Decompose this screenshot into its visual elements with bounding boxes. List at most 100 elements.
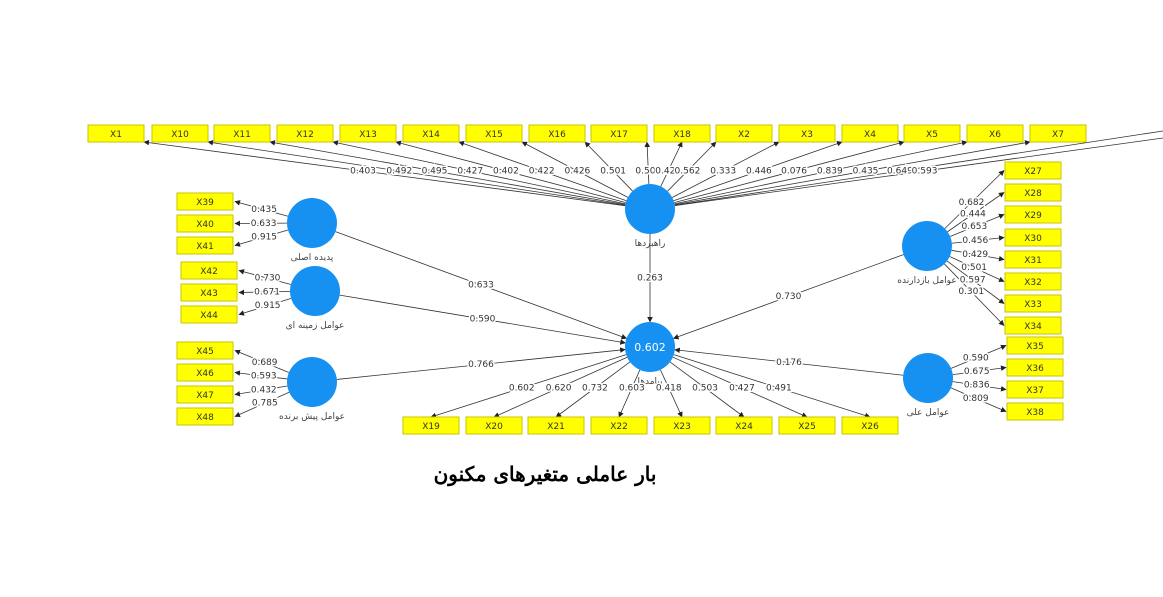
indicator-X5[interactable]: X5 (903, 124, 961, 143)
indicator-box[interactable] (1006, 336, 1064, 355)
latent-node[interactable] (902, 221, 952, 271)
indicator-X20[interactable]: X20 (465, 416, 523, 435)
indicator-X15[interactable]: X15 (465, 124, 523, 143)
indicator-box[interactable] (528, 124, 586, 143)
indicator-X33[interactable]: X33 (1004, 294, 1062, 313)
indicator-box[interactable] (1004, 294, 1062, 313)
indicator-X31[interactable]: X31 (1004, 250, 1062, 269)
latent-causal[interactable]: عوامل علی (903, 353, 953, 418)
indicator-box[interactable] (590, 416, 648, 435)
latent-node[interactable] (903, 353, 953, 403)
indicator-X36[interactable]: X36 (1006, 358, 1064, 377)
indicator-box[interactable] (402, 416, 460, 435)
latent-node[interactable] (290, 266, 340, 316)
indicator-box[interactable] (1004, 161, 1062, 180)
indicator-X43[interactable]: X43 (180, 283, 238, 302)
indicator-X42[interactable]: X42 (180, 261, 238, 280)
indicator-X37[interactable]: X37 (1006, 380, 1064, 399)
indicator-box[interactable] (465, 416, 523, 435)
indicator-box[interactable] (180, 305, 238, 324)
indicator-box[interactable] (180, 261, 238, 280)
indicator-box[interactable] (715, 416, 773, 435)
latent-inhibitors[interactable]: عوامل بازدارنده (897, 221, 957, 286)
indicator-X7[interactable]: X7 (1029, 124, 1087, 143)
indicator-X12[interactable]: X12 (276, 124, 334, 143)
indicator-X30[interactable]: X30 (1004, 228, 1062, 247)
indicator-X29[interactable]: X29 (1004, 205, 1062, 224)
indicator-box[interactable] (1006, 358, 1064, 377)
indicator-box[interactable] (276, 124, 334, 143)
indicator-X1[interactable]: X1 (87, 124, 145, 143)
indicator-X38[interactable]: X38 (1006, 402, 1064, 421)
latent-node[interactable] (625, 322, 675, 372)
latent-node[interactable] (287, 198, 337, 248)
indicator-box[interactable] (715, 124, 773, 143)
indicator-box[interactable] (176, 192, 234, 211)
indicator-X41[interactable]: X41 (176, 236, 234, 255)
indicator-box[interactable] (778, 416, 836, 435)
indicator-box[interactable] (1004, 183, 1062, 202)
indicator-X21[interactable]: X21 (527, 416, 585, 435)
latent-drivers[interactable]: عوامل پیش برنده (279, 357, 345, 422)
indicator-X35[interactable]: X35 (1006, 336, 1064, 355)
latent-node[interactable] (625, 184, 675, 234)
latent-core[interactable]: پدیده اصلی (287, 198, 337, 263)
latent-strategies[interactable]: راهبردها (625, 184, 675, 249)
indicator-X16[interactable]: X16 (528, 124, 586, 143)
indicator-box[interactable] (176, 341, 234, 360)
indicator-X19[interactable]: X19 (402, 416, 460, 435)
indicator-X40[interactable]: X40 (176, 214, 234, 233)
indicator-box[interactable] (841, 416, 899, 435)
indicator-box[interactable] (176, 363, 234, 382)
indicator-X13[interactable]: X13 (339, 124, 397, 143)
indicator-box[interactable] (841, 124, 899, 143)
indicator-box[interactable] (176, 236, 234, 255)
indicator-box[interactable] (339, 124, 397, 143)
indicator-X4[interactable]: X4 (841, 124, 899, 143)
indicator-X3[interactable]: X3 (778, 124, 836, 143)
indicator-box[interactable] (653, 124, 711, 143)
indicator-X10[interactable]: X10 (151, 124, 209, 143)
indicator-X17[interactable]: X17 (590, 124, 648, 143)
indicator-box[interactable] (176, 385, 234, 404)
indicator-X44[interactable]: X44 (180, 305, 238, 324)
indicator-box[interactable] (176, 214, 234, 233)
indicator-X34[interactable]: X34 (1004, 316, 1062, 335)
indicator-box[interactable] (778, 124, 836, 143)
indicator-box[interactable] (1006, 402, 1064, 421)
latent-node[interactable] (287, 357, 337, 407)
indicator-X32[interactable]: X32 (1004, 272, 1062, 291)
indicator-box[interactable] (402, 124, 460, 143)
indicator-box[interactable] (180, 283, 238, 302)
indicator-X22[interactable]: X22 (590, 416, 648, 435)
indicator-box[interactable] (653, 416, 711, 435)
indicator-box[interactable] (1006, 380, 1064, 399)
indicator-box[interactable] (1029, 124, 1087, 143)
indicator-X46[interactable]: X46 (176, 363, 234, 382)
indicator-box[interactable] (1004, 250, 1062, 269)
indicator-box[interactable] (527, 416, 585, 435)
indicator-X47[interactable]: X47 (176, 385, 234, 404)
indicator-box[interactable] (465, 124, 523, 143)
indicator-box[interactable] (1004, 316, 1062, 335)
indicator-X45[interactable]: X45 (176, 341, 234, 360)
indicator-X28[interactable]: X28 (1004, 183, 1062, 202)
indicator-X24[interactable]: X24 (715, 416, 773, 435)
indicator-X23[interactable]: X23 (653, 416, 711, 435)
indicator-X2[interactable]: X2 (715, 124, 773, 143)
indicator-X25[interactable]: X25 (778, 416, 836, 435)
indicator-X27[interactable]: X27 (1004, 161, 1062, 180)
indicator-box[interactable] (87, 124, 145, 143)
indicator-box[interactable] (903, 124, 961, 143)
indicator-box[interactable] (1004, 205, 1062, 224)
indicator-box[interactable] (1004, 272, 1062, 291)
indicator-box[interactable] (176, 407, 234, 426)
indicator-X14[interactable]: X14 (402, 124, 460, 143)
indicator-X26[interactable]: X26 (841, 416, 899, 435)
indicator-X6[interactable]: X6 (966, 124, 1024, 143)
indicator-box[interactable] (213, 124, 271, 143)
indicator-X18[interactable]: X18 (653, 124, 711, 143)
indicator-X11[interactable]: X11 (213, 124, 271, 143)
indicator-box[interactable] (590, 124, 648, 143)
